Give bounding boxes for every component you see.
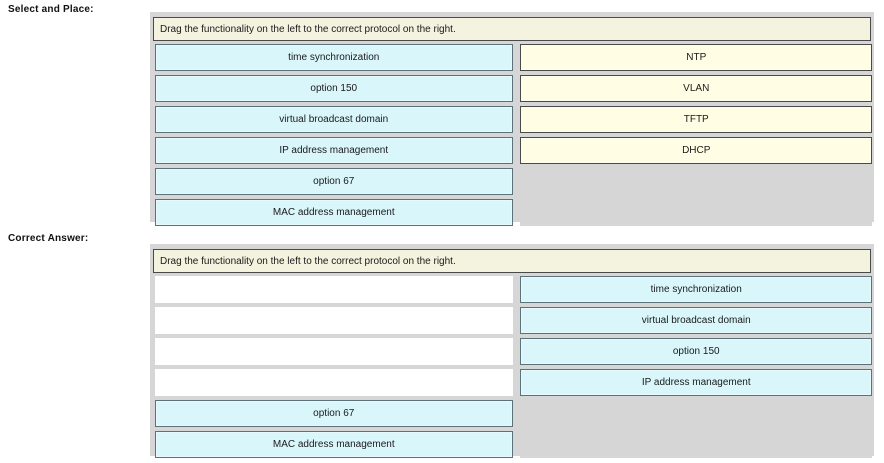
drag-drop-row: virtual broadcast domain TFTP [152, 106, 872, 133]
correct-answer-panel: Drag the functionality on the left to th… [150, 244, 874, 458]
draggable-tile[interactable]: IP address management [155, 137, 513, 164]
select-and-place-label: Select and Place: [8, 4, 94, 15]
correct-answer-label: Correct Answer: [8, 233, 89, 244]
drag-drop-row: option 150 [152, 338, 872, 365]
drop-target-tile[interactable]: NTP [520, 44, 872, 71]
drop-target-tile[interactable]: TFTP [520, 106, 872, 133]
empty-area [520, 431, 872, 458]
empty-area [520, 400, 872, 427]
column-gap [513, 400, 521, 427]
vacated-source-slot [155, 338, 513, 365]
column-gap [513, 369, 521, 396]
correct-answer-rows: time synchronization virtual broadcast d… [152, 276, 872, 458]
drag-drop-row: IP address management DHCP [152, 137, 872, 164]
drop-target-tile[interactable]: VLAN [520, 75, 872, 102]
draggable-tile[interactable]: time synchronization [155, 44, 513, 71]
unused-tile: MAC address management [155, 431, 513, 458]
column-gap [513, 44, 521, 71]
empty-area [520, 199, 872, 226]
drag-drop-row: MAC address management [152, 431, 872, 458]
select-and-place-panel: Drag the functionality on the left to th… [150, 12, 874, 226]
column-gap [513, 307, 521, 334]
drag-drop-row: time synchronization NTP [152, 44, 872, 71]
answer-tile: IP address management [520, 369, 872, 396]
vacated-source-slot [155, 369, 513, 396]
drag-drop-row: virtual broadcast domain [152, 307, 872, 334]
column-gap [513, 431, 521, 458]
draggable-tile[interactable]: virtual broadcast domain [155, 106, 513, 133]
column-gap [513, 106, 521, 133]
drag-drop-row: IP address management [152, 369, 872, 396]
drag-drop-row: time synchronization [152, 276, 872, 303]
answer-tile: time synchronization [520, 276, 872, 303]
instruction-bar: Drag the functionality on the left to th… [153, 249, 871, 273]
column-gap [513, 137, 521, 164]
drop-target-tile[interactable]: DHCP [520, 137, 872, 164]
column-gap [513, 338, 521, 365]
vacated-source-slot [155, 276, 513, 303]
drag-drop-row: option 67 [152, 168, 872, 195]
drag-drop-row: option 67 [152, 400, 872, 427]
answer-tile: option 150 [520, 338, 872, 365]
drag-drop-row: option 150 VLAN [152, 75, 872, 102]
column-gap [513, 168, 521, 195]
column-gap [513, 199, 521, 226]
column-gap [513, 276, 521, 303]
draggable-tile[interactable]: option 67 [155, 168, 513, 195]
empty-area [520, 168, 872, 195]
draggable-tile[interactable]: MAC address management [155, 199, 513, 226]
answer-tile: virtual broadcast domain [520, 307, 872, 334]
drag-drop-row: MAC address management [152, 199, 872, 226]
unused-tile: option 67 [155, 400, 513, 427]
instruction-bar: Drag the functionality on the left to th… [153, 17, 871, 41]
vacated-source-slot [155, 307, 513, 334]
select-and-place-rows: time synchronization NTP option 150 VLAN… [152, 44, 872, 226]
draggable-tile[interactable]: option 150 [155, 75, 513, 102]
column-gap [513, 75, 521, 102]
